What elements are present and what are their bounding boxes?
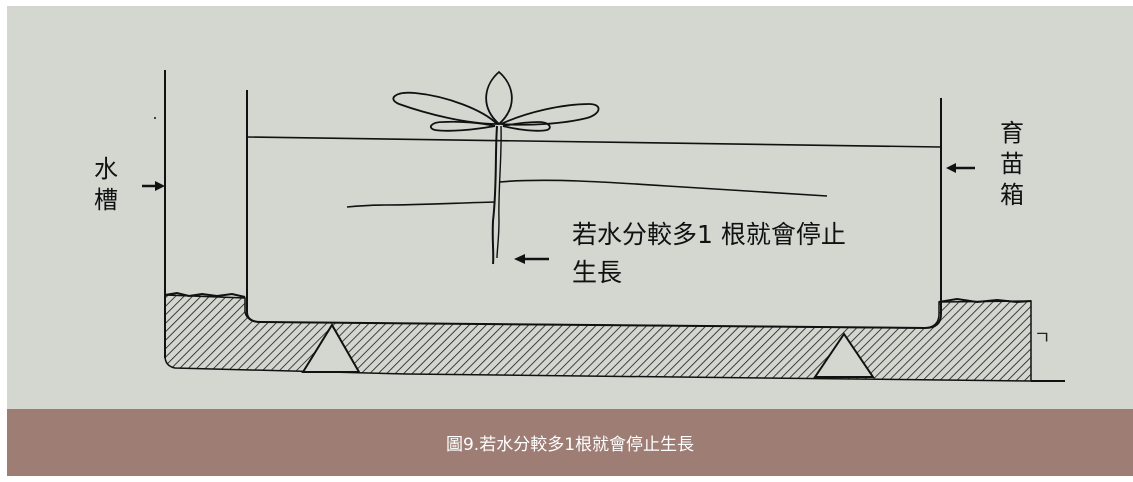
seedling (346, 70, 828, 265)
figure-caption: 圖9.若水分較多1根就會停止生長 (7, 409, 1133, 476)
arrow-seedbox (946, 163, 975, 173)
note-line-2: 生長 (572, 258, 623, 287)
seedbox-outline (246, 90, 942, 330)
soil-top-edge-left (164, 291, 246, 298)
arrow-tank (142, 181, 165, 191)
diagram-figure: 水 槽 育 苗 箱 若水分較多1 根就會停止 生長 ㄱ (7, 6, 1133, 409)
label-seedling-box: 育 苗 箱 (1000, 119, 1024, 209)
partial-glyph: ㄱ (1034, 328, 1051, 349)
support-left (301, 323, 361, 373)
label-water-tank: 水 槽 (94, 155, 118, 214)
diagram-svg (142, 70, 1065, 382)
speck (154, 117, 156, 119)
water-line (246, 136, 942, 148)
note-line-1: 若水分較多1 根就會停止 (572, 220, 846, 249)
soil-top-edge-right (938, 297, 1032, 304)
soil-hatch (164, 294, 1032, 382)
support-right (813, 332, 875, 378)
arrow-root (514, 254, 549, 264)
